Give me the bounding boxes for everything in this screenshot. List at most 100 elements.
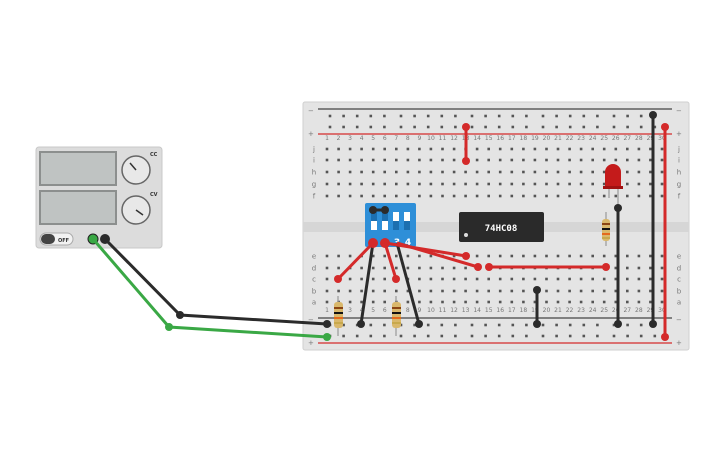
rail-hole[interactable] (399, 334, 403, 338)
rail-hole[interactable] (440, 125, 444, 129)
terminal-hole[interactable] (626, 170, 629, 174)
rail-hole[interactable] (426, 125, 430, 129)
rail-hole[interactable] (582, 334, 586, 338)
terminal-hole[interactable] (429, 277, 433, 281)
terminal-hole[interactable] (545, 147, 548, 151)
terminal-hole[interactable] (660, 266, 664, 270)
terminal-hole[interactable] (452, 147, 456, 151)
rail-hole[interactable] (639, 125, 643, 129)
terminal-hole[interactable] (360, 182, 363, 186)
rail-hole[interactable] (568, 323, 572, 327)
terminal-hole[interactable] (418, 277, 421, 281)
terminal-hole[interactable] (371, 254, 375, 258)
terminal-hole[interactable] (591, 289, 594, 293)
terminal-hole[interactable] (649, 158, 652, 162)
terminal-hole[interactable] (614, 147, 618, 151)
rail-hole[interactable] (328, 125, 332, 129)
terminal-hole[interactable] (545, 158, 548, 162)
rail-hole[interactable] (626, 334, 629, 338)
terminal-hole[interactable] (602, 147, 606, 151)
terminal-hole[interactable] (626, 158, 629, 162)
terminal-hole[interactable] (626, 194, 629, 198)
wire-dip-to-chip-b[interactable] (396, 241, 479, 269)
terminal-hole[interactable] (406, 300, 410, 304)
rail-hole[interactable] (440, 334, 444, 338)
terminal-hole[interactable] (395, 194, 398, 198)
terminal-hole[interactable] (487, 300, 490, 304)
terminal-hole[interactable] (475, 170, 479, 174)
terminal-hole[interactable] (441, 277, 444, 281)
terminal-hole[interactable] (325, 277, 329, 281)
terminal-hole[interactable] (533, 277, 537, 281)
terminal-hole[interactable] (602, 182, 606, 186)
terminal-hole[interactable] (660, 170, 664, 174)
terminal-hole[interactable] (325, 194, 329, 198)
terminal-hole[interactable] (395, 170, 398, 174)
terminal-hole[interactable] (464, 266, 467, 270)
rail-hole[interactable] (399, 114, 403, 118)
terminal-hole[interactable] (475, 182, 479, 186)
rail-hole[interactable] (525, 323, 528, 327)
terminal-hole[interactable] (545, 289, 548, 293)
terminal-hole[interactable] (591, 194, 594, 198)
terminal-hole[interactable] (579, 289, 583, 293)
terminal-hole[interactable] (602, 300, 606, 304)
terminal-hole[interactable] (383, 170, 386, 174)
terminal-hole[interactable] (591, 300, 594, 304)
terminal-hole[interactable] (406, 254, 410, 258)
terminal-hole[interactable] (452, 277, 456, 281)
terminal-hole[interactable] (579, 300, 583, 304)
terminal-hole[interactable] (545, 182, 548, 186)
wire-dip-ground-2[interactable] (395, 242, 421, 325)
terminal-hole[interactable] (498, 158, 502, 162)
rail-hole[interactable] (328, 114, 332, 118)
rail-hole[interactable] (470, 334, 474, 338)
terminal-hole[interactable] (441, 182, 444, 186)
terminal-hole[interactable] (498, 182, 502, 186)
terminal-hole[interactable] (579, 254, 583, 258)
terminal-hole[interactable] (602, 194, 606, 198)
rail-hole[interactable] (596, 125, 599, 129)
rail-hole[interactable] (470, 114, 474, 118)
terminal-hole[interactable] (591, 170, 594, 174)
rail-hole[interactable] (413, 334, 416, 338)
terminal-hole[interactable] (360, 277, 363, 281)
terminal-hole[interactable] (371, 277, 375, 281)
terminal-hole[interactable] (522, 289, 525, 293)
rail-hole[interactable] (484, 334, 487, 338)
terminal-hole[interactable] (429, 254, 433, 258)
rail-hole[interactable] (440, 114, 444, 118)
terminal-hole[interactable] (418, 158, 421, 162)
terminal-hole[interactable] (337, 158, 340, 162)
rail-hole[interactable] (541, 114, 545, 118)
terminal-hole[interactable] (429, 147, 433, 151)
rail-hole[interactable] (525, 114, 528, 118)
terminal-hole[interactable] (498, 277, 502, 281)
terminal-hole[interactable] (348, 300, 352, 304)
rail-hole[interactable] (383, 334, 386, 338)
rail-hole[interactable] (497, 334, 501, 338)
terminal-hole[interactable] (487, 277, 490, 281)
terminal-hole[interactable] (614, 289, 618, 293)
terminal-hole[interactable] (395, 254, 398, 258)
terminal-hole[interactable] (348, 158, 352, 162)
terminal-hole[interactable] (591, 158, 594, 162)
terminal-hole[interactable] (429, 289, 433, 293)
terminal-hole[interactable] (371, 289, 375, 293)
terminal-hole[interactable] (464, 277, 467, 281)
terminal-hole[interactable] (452, 158, 456, 162)
terminal-hole[interactable] (556, 158, 560, 162)
terminal-hole[interactable] (591, 182, 594, 186)
terminal-hole[interactable] (325, 147, 329, 151)
dip-switch[interactable]: 1 2 3 4 (365, 203, 416, 248)
terminal-hole[interactable] (533, 182, 537, 186)
rail-hole[interactable] (413, 125, 416, 129)
terminal-hole[interactable] (637, 289, 641, 293)
rail-hole[interactable] (383, 125, 386, 129)
rail-hole[interactable] (342, 125, 345, 129)
terminal-hole[interactable] (371, 182, 375, 186)
terminal-hole[interactable] (637, 194, 641, 198)
rail-hole[interactable] (511, 125, 515, 129)
rail-hole[interactable] (383, 114, 386, 118)
terminal-hole[interactable] (406, 158, 410, 162)
